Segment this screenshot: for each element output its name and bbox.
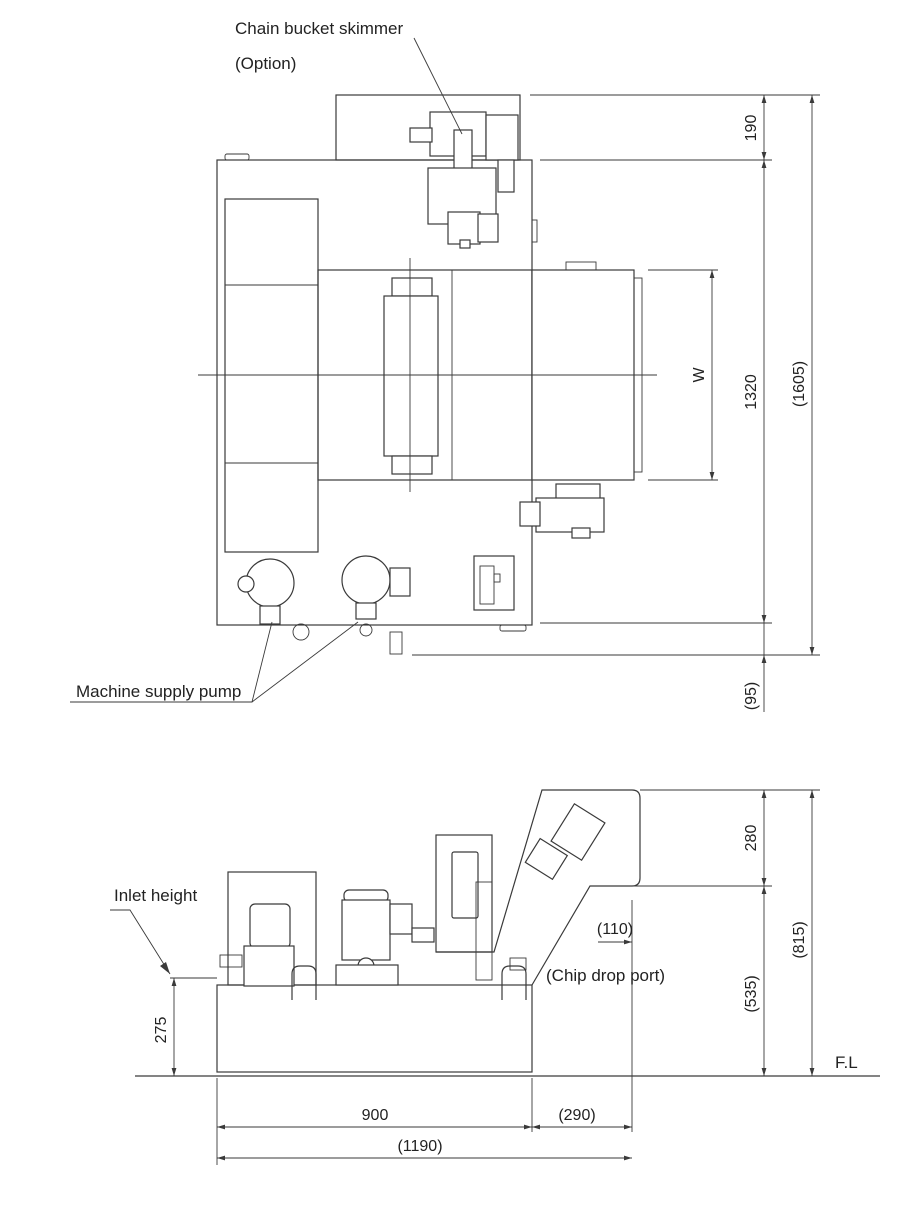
floor-label: F.L <box>835 1053 858 1072</box>
dim-815-text: (815) <box>791 921 808 958</box>
side-view: Inlet height (Chip drop port) F.L (110) … <box>110 789 880 1165</box>
dim-110-text: (110) <box>597 921 633 938</box>
skimmer-note: (Option) <box>235 54 296 73</box>
dim-1190-text: (1190) <box>397 1138 442 1155</box>
dim-900-text: 900 <box>362 1107 389 1124</box>
dim-w-text: W <box>691 367 708 383</box>
pump-left <box>237 558 310 641</box>
chip-drop-label: (Chip drop port) <box>546 966 665 985</box>
skimmer-label: Chain bucket skimmer <box>235 19 404 38</box>
dim-190-text: 190 <box>743 115 760 142</box>
pump-leader-right <box>251 621 359 703</box>
filter-chamber <box>224 198 319 553</box>
plan-view: Chain bucket skimmer (Option) Machine su… <box>70 19 820 712</box>
pump-label: Machine supply pump <box>76 682 241 701</box>
dim-275-text: 275 <box>153 1017 170 1044</box>
side-tank <box>216 984 533 1073</box>
pump-right <box>341 555 411 637</box>
dim-280-text: 280 <box>743 825 760 852</box>
skimmer-leader <box>413 37 463 135</box>
dim-95-text: (95) <box>743 682 760 710</box>
dim-290-text: (290) <box>558 1107 595 1124</box>
skimmer-housing <box>335 94 521 161</box>
inlet-leader <box>110 909 171 975</box>
dim-1320-text: 1320 <box>743 374 760 410</box>
dim-535-text: (535) <box>743 975 760 1012</box>
dim-1605-text: (1605) <box>791 361 808 407</box>
inlet-label: Inlet height <box>114 886 197 905</box>
